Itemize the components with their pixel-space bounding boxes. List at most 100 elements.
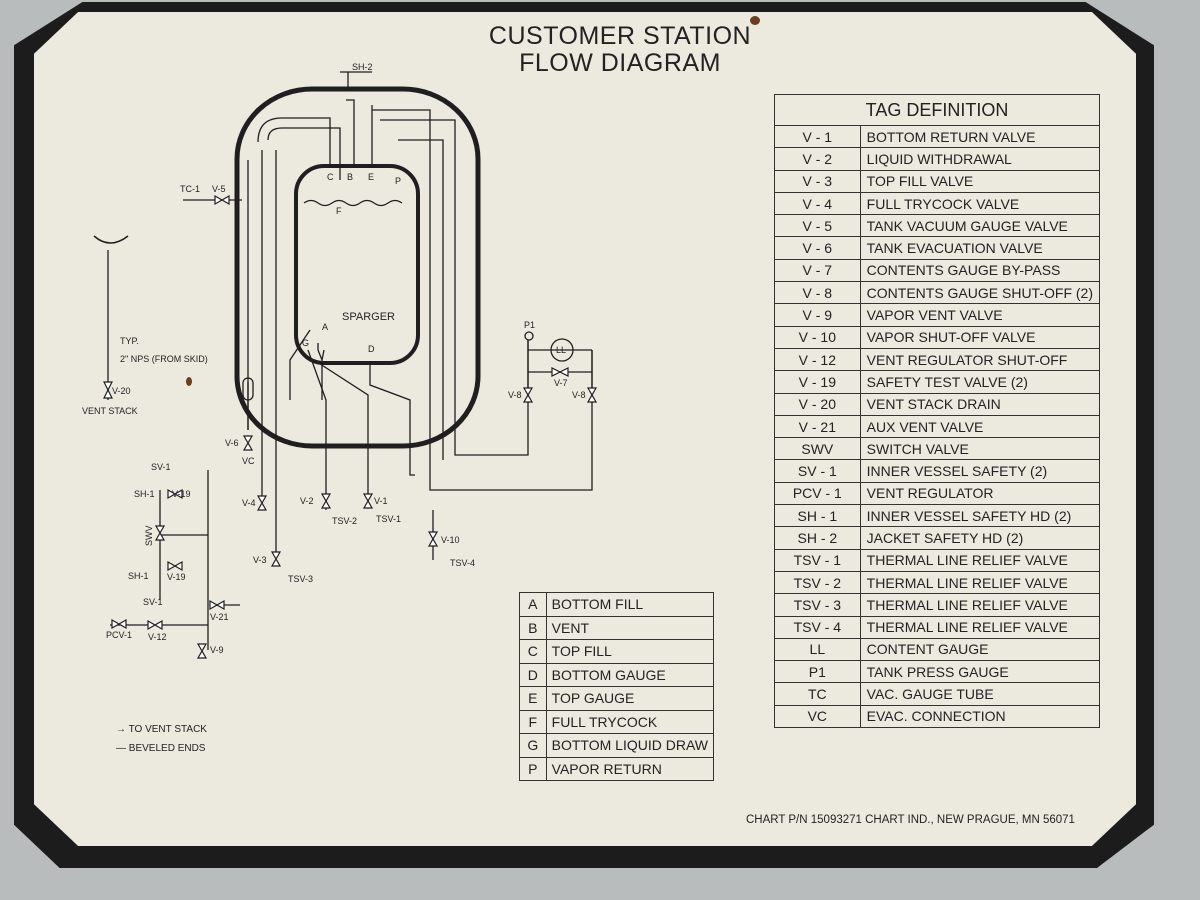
note-beveled-ends-text: BEVELED ENDS (128, 743, 206, 754)
label-conn-p: P (395, 176, 401, 186)
tag-definition: TOP FILL VALVE (859, 169, 1101, 193)
label-v20: V-20 (112, 386, 131, 396)
tag-definition: FULL TRYCOCK VALVE (859, 191, 1101, 216)
legend-letter: F (519, 709, 547, 734)
label-ll: LL (556, 345, 566, 355)
legend-meaning: TOP GAUGE (545, 686, 715, 711)
valve-v6-icon (242, 435, 254, 451)
label-conn-e: E (368, 172, 374, 182)
legend-meaning: VENT (545, 615, 715, 640)
label-tsv3: TSV-3 (288, 574, 313, 584)
valve-swv-icon (154, 525, 166, 541)
valve-v3-icon (270, 551, 282, 567)
label-sv1-top: SV-1 (151, 462, 171, 472)
label-sh1-bottom: SH-1 (128, 571, 149, 581)
label-v6: V-6 (225, 438, 239, 448)
label-pcv1: PCV-1 (106, 630, 132, 640)
tag-table-header: TAG DEFINITION (774, 94, 1100, 126)
label-v9: V-9 (210, 645, 224, 655)
stain-mark (186, 377, 192, 386)
content-gauge-ll (550, 338, 574, 362)
label-v5: V-5 (212, 184, 226, 194)
tag-code: V - 21 (774, 414, 861, 439)
tag-definition: VAPOR VENT VALVE (859, 303, 1101, 327)
valve-v9-icon (196, 643, 208, 659)
tag-definition: VENT REGULATOR SHUT-OFF (859, 347, 1101, 372)
valve-v2-icon (320, 493, 332, 509)
liquid-level-line (303, 199, 403, 207)
tag-code: V - 8 (774, 281, 861, 305)
valve-symbols (103, 194, 598, 659)
pressure-gauge-p1 (524, 331, 534, 341)
legend-letter: B (519, 615, 547, 640)
label-typ: TYP. (120, 336, 139, 346)
tag-definition: VAPOR SHUT-OFF VALVE (859, 325, 1101, 349)
tag-code: LL (774, 637, 861, 662)
tag-code: TSV - 4 (774, 615, 861, 639)
tag-definition: THERMAL LINE RELIEF VALVE (859, 548, 1101, 572)
label-v21: V-21 (210, 612, 229, 622)
tag-definition: THERMAL LINE RELIEF VALVE (859, 615, 1101, 639)
legend-letter: D (519, 662, 547, 687)
tag-definition: VAC. GAUGE TUBE (859, 682, 1101, 706)
tag-definition: INNER VESSEL SAFETY HD (2) (859, 504, 1101, 528)
sight-glass (242, 377, 254, 401)
tag-definition: THERMAL LINE RELIEF VALVE (859, 593, 1101, 617)
label-v2: V-2 (300, 496, 314, 506)
valve-v5-icon (214, 194, 230, 206)
label-v4: V-4 (242, 498, 256, 508)
label-v10: V-10 (441, 535, 460, 545)
legend-letter: E (519, 686, 547, 711)
diagram-labels: SH-2 TC-1 V-5 SPARGER C B E P F A G D TY… (82, 62, 586, 655)
label-tc1: TC-1 (180, 184, 200, 194)
label-sparger: SPARGER (342, 311, 395, 323)
tag-definition: SAFETY TEST VALVE (2) (859, 370, 1101, 394)
tag-definition: CONTENTS GAUGE BY-PASS (859, 258, 1101, 283)
label-conn-f: F (336, 206, 342, 216)
label-vent-stack: VENT STACK (82, 406, 138, 416)
valve-v19b-icon (167, 560, 183, 572)
tag-code: SV - 1 (774, 459, 861, 483)
tag-code: SWV (774, 437, 861, 461)
note-beveled-ends: — BEVELED ENDS (116, 743, 206, 754)
diagram-title-line1: CUSTOMER STATION (488, 22, 752, 50)
label-tsv2: TSV-2 (332, 516, 357, 526)
stain-mark (750, 16, 760, 25)
tag-code: V - 6 (774, 236, 861, 260)
label-tsv1: TSV-1 (376, 514, 401, 524)
valve-v12-icon (147, 619, 163, 631)
valve-v21-icon (209, 599, 225, 611)
vent-stack-cap (93, 235, 129, 244)
tag-code: V - 3 (774, 169, 861, 193)
tag-code: PCV - 1 (774, 481, 861, 506)
label-v8a: V-8 (508, 390, 522, 400)
valve-v19a-icon (167, 488, 183, 500)
tag-code: SH - 1 (774, 504, 861, 528)
label-conn-b: B (347, 172, 353, 182)
valve-v4-icon (256, 495, 268, 511)
valve-v7-icon (551, 367, 569, 377)
label-vc: VC (242, 456, 255, 466)
legend-meaning: BOTTOM FILL (545, 592, 715, 617)
label-p1: P1 (524, 320, 535, 330)
note-to-vent-stack-text: TO VENT STACK (128, 724, 207, 735)
